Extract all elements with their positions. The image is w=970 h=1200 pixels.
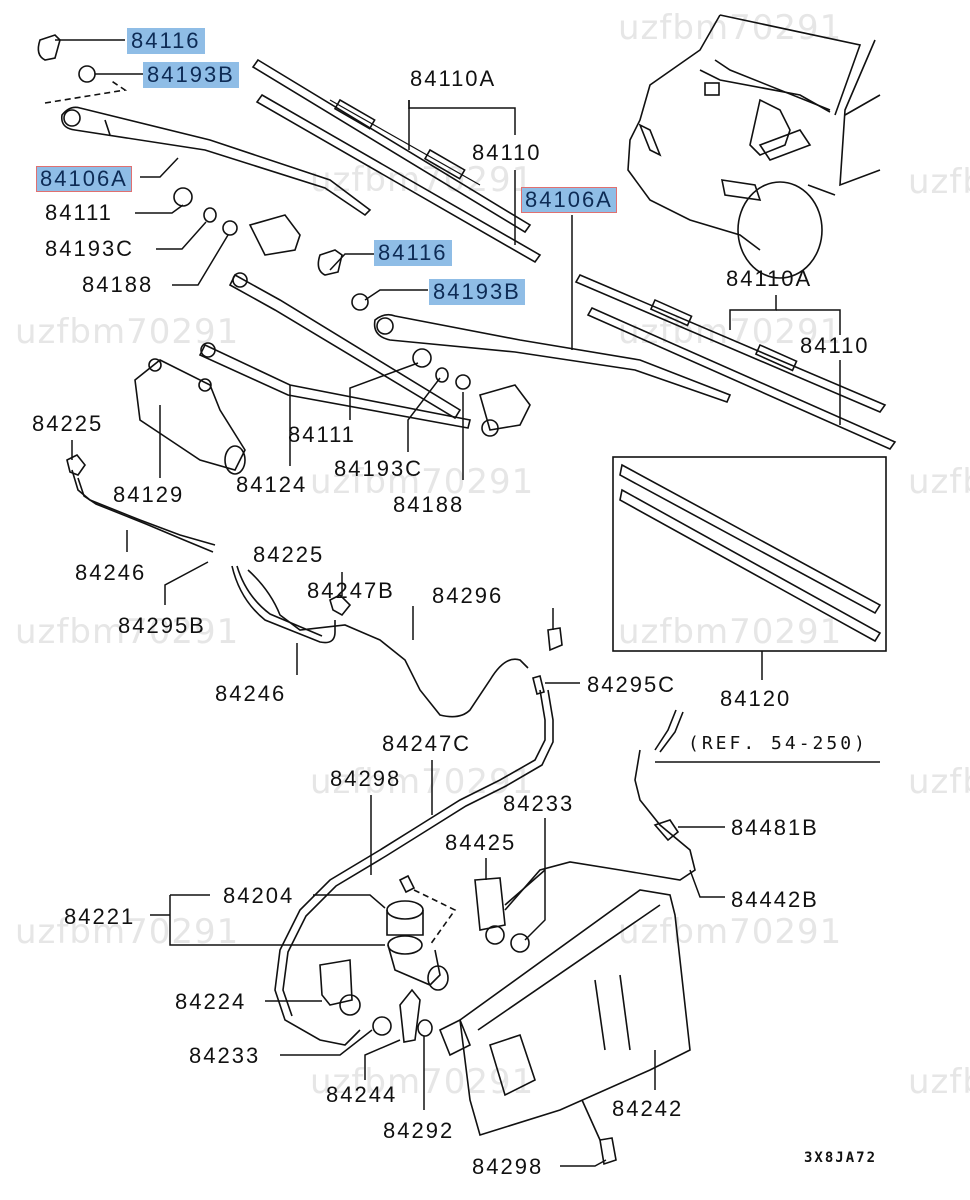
watermark: uzfbm70291 — [15, 312, 240, 352]
reference-note: (REF. 54-250) — [688, 733, 868, 754]
part-label-84124[interactable]: 84124 — [236, 472, 308, 497]
part-label-84110[interactable]: 84110 — [800, 333, 870, 358]
part-label-84221[interactable]: 84221 — [64, 904, 136, 929]
wiper-arm-right — [373, 313, 732, 404]
part-label-84442b[interactable]: 84442B — [731, 887, 819, 912]
part-label-84225[interactable]: 84225 — [32, 411, 104, 436]
part-label-84247b[interactable]: 84247B — [307, 578, 395, 603]
blade-refills — [619, 463, 882, 643]
watermark: uzfbm70291 — [618, 912, 843, 952]
watermark: uzfbm70291 — [908, 1062, 970, 1102]
wiper-blade-upper — [251, 58, 542, 264]
watermark: uzfbm70291 — [310, 1062, 535, 1102]
washer-connectors — [66, 453, 680, 842]
part-label-84292[interactable]: 84292 — [383, 1118, 455, 1143]
part-label-84193b[interactable]: 84193B — [143, 62, 239, 88]
watermark: uzfbm70291 — [15, 612, 240, 652]
part-label-84295c[interactable]: 84295C — [587, 672, 677, 697]
part-label-84110a[interactable]: 84110A — [726, 266, 813, 291]
part-label-84193b[interactable]: 84193B — [429, 279, 525, 305]
part-label-84296[interactable]: 84296 — [432, 583, 504, 608]
part-label-84246[interactable]: 84246 — [215, 681, 287, 706]
part-label-84120[interactable]: 84120 — [720, 686, 792, 711]
washer-hoses — [71, 469, 696, 1046]
watermark: uzfbm70291 — [618, 612, 843, 652]
part-label-84298[interactable]: 84298 — [472, 1154, 544, 1179]
wiper-blade-lower — [574, 273, 897, 450]
watermark: uzfbm70291 — [908, 462, 970, 502]
washer-pump-assembly — [319, 869, 546, 1043]
part-label-84225[interactable]: 84225 — [253, 542, 325, 567]
part-label-84110a[interactable]: 84110A — [410, 66, 497, 91]
watermark: uzfbm70291 — [908, 162, 970, 202]
vehicle-outline — [627, 14, 881, 279]
wiper-linkage — [198, 214, 531, 437]
part-label-84247c[interactable]: 84247C — [382, 731, 472, 756]
part-label-84188[interactable]: 84188 — [82, 272, 154, 297]
part-label-84116[interactable]: 84116 — [127, 28, 205, 54]
part-label-84298[interactable]: 84298 — [330, 766, 402, 791]
part-label-84242[interactable]: 84242 — [612, 1096, 684, 1121]
washer-reservoir-tank — [438, 889, 691, 1166]
part-label-84425[interactable]: 84425 — [445, 830, 517, 855]
part-label-84111[interactable]: 84111 — [288, 422, 356, 447]
part-label-84193c[interactable]: 84193C — [45, 236, 135, 261]
watermark: uzfbm70291 — [310, 462, 535, 502]
wiper-motor — [134, 358, 246, 475]
blade-refill-box — [612, 456, 887, 652]
leader-lines — [55, 39, 880, 1167]
part-label-84106a[interactable]: 84106A — [521, 187, 617, 213]
figure-code: 3X8JA72 — [804, 1150, 878, 1166]
part-label-84111[interactable]: 84111 — [45, 200, 113, 225]
watermark: uzfbm70291 — [908, 762, 970, 802]
part-label-84244[interactable]: 84244 — [326, 1082, 398, 1107]
part-label-84246[interactable]: 84246 — [75, 560, 147, 585]
part-label-84129[interactable]: 84129 — [113, 482, 185, 507]
part-label-84193c[interactable]: 84193C — [334, 456, 424, 481]
part-label-84204[interactable]: 84204 — [223, 883, 295, 908]
part-label-84295b[interactable]: 84295B — [118, 613, 206, 638]
part-label-84116[interactable]: 84116 — [374, 240, 452, 266]
part-label-84224[interactable]: 84224 — [175, 989, 247, 1014]
part-label-84110[interactable]: 84110 — [472, 140, 542, 165]
part-label-84233[interactable]: 84233 — [189, 1043, 261, 1068]
part-label-84233[interactable]: 84233 — [503, 791, 575, 816]
wiper-arm-left — [60, 106, 372, 217]
part-label-84481b[interactable]: 84481B — [731, 815, 819, 840]
watermark: uzfbm70291 — [618, 8, 843, 48]
part-label-84188[interactable]: 84188 — [393, 492, 465, 517]
part-label-84106a[interactable]: 84106A — [36, 166, 132, 192]
